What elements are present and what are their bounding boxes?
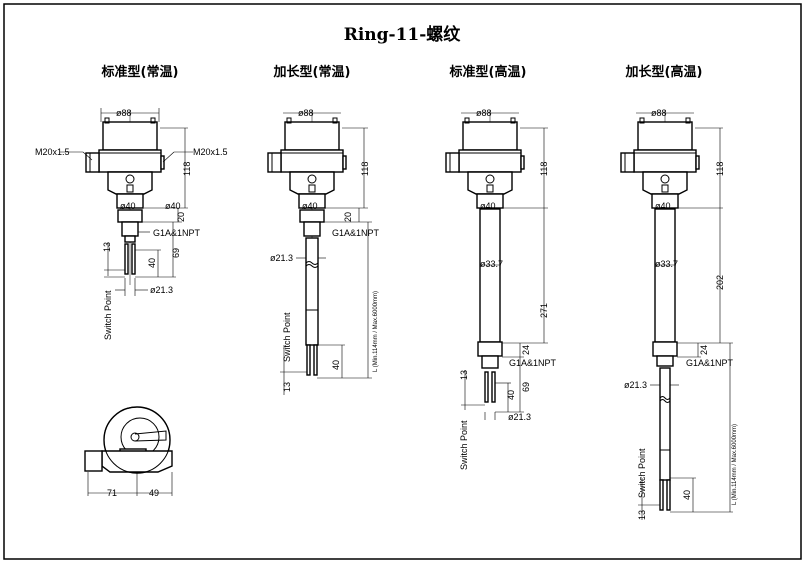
dim-fork-diameter: ø21.3 xyxy=(150,285,173,295)
dim-head-height: 118 xyxy=(539,162,549,176)
label-switch-point: Switch Point xyxy=(637,448,647,498)
dim-head-diameter: ø88 xyxy=(116,108,132,118)
dim-nut-height: 24 xyxy=(521,345,531,355)
dim-tube-diameter: ø33.7 xyxy=(480,259,503,269)
dim-extension-height: 271 xyxy=(539,303,549,318)
dim-switch-offset: 13 xyxy=(282,382,292,392)
dim-total-height: 69 xyxy=(521,382,531,392)
dim-fork-length: 40 xyxy=(506,390,516,400)
dim-total-height: 69 xyxy=(171,248,181,258)
dim-head-diameter: ø88 xyxy=(651,108,667,118)
variant-standard-high-temp: 标准型(高温) ø88 ø40 ø33.7 118 271 24 G1A&1NP… xyxy=(445,64,557,470)
variant-standard-normal-temp: 标准型(常温) ø88 M20x1.5 M20x1.5 ø40 ø40 xyxy=(35,64,228,498)
label-cable-gland-left: M20x1.5 xyxy=(35,147,70,157)
dim-top-view-left: 71 xyxy=(107,488,117,498)
dim-length: L (Min.114mm / Max.6000mm) xyxy=(373,291,379,372)
dim-fork-length: 40 xyxy=(147,258,157,268)
variant-title: 加长型(常温) xyxy=(273,64,351,80)
dim-rod-diameter: ø21.3 xyxy=(270,253,293,263)
top-view: 71 49 xyxy=(84,406,173,498)
label-switch-point: Switch Point xyxy=(282,312,292,362)
variant-extended-normal-temp: 加长型(常温) ø88 ø40 118 20 G1A&1NPT ø21.3 L … xyxy=(267,64,380,395)
sheet-border xyxy=(3,3,802,560)
variant-extended-high-temp: 加长型(高温) ø88 ø40 ø33.7 118 202 24 G1A xyxy=(620,64,738,520)
dim-fork-length: 40 xyxy=(331,360,341,370)
label-process-thread: G1A&1NPT xyxy=(332,228,380,238)
dim-fork-length: 40 xyxy=(682,490,692,500)
dim-collar-diameter: ø40 xyxy=(302,201,318,211)
drawing-title: Ring-11-螺纹 xyxy=(344,24,462,45)
dim-switch-offset: 13 xyxy=(637,510,647,520)
dim-nut-height: 24 xyxy=(699,345,709,355)
dim-extension-height: 202 xyxy=(715,275,725,290)
label-switch-point: Switch Point xyxy=(103,290,113,340)
dim-length: L (Min.114mm / Max.6000mm) xyxy=(732,424,738,505)
dim-switch-offset: 13 xyxy=(102,242,112,252)
dim-collar-diameter: ø40 xyxy=(655,201,671,211)
label-process-thread: G1A&1NPT xyxy=(686,358,734,368)
dim-tube-diameter: ø33.7 xyxy=(655,259,678,269)
label-switch-point: Switch Point xyxy=(459,420,469,470)
variant-title: 加长型(高温) xyxy=(625,64,703,80)
dim-head-diameter: ø88 xyxy=(476,108,492,118)
dim-collar-diameter-outer: ø40 xyxy=(165,201,181,211)
dim-top-view-right: 49 xyxy=(149,488,159,498)
dim-head-diameter: ø88 xyxy=(298,108,314,118)
dim-nut-height: 20 xyxy=(343,212,353,222)
label-cable-gland-right: M20x1.5 xyxy=(193,147,228,157)
variant-title: 标准型(高温) xyxy=(449,64,527,80)
variant-title: 标准型(常温) xyxy=(101,64,179,80)
dim-head-height: 118 xyxy=(360,162,370,176)
label-process-thread: G1A&1NPT xyxy=(509,358,557,368)
dim-collar-diameter: ø40 xyxy=(120,201,136,211)
label-process-thread: G1A&1NPT xyxy=(153,228,201,238)
dim-head-height: 118 xyxy=(715,162,725,176)
dim-fork-diameter: ø21.3 xyxy=(508,412,531,422)
dim-nut-height: 20 xyxy=(176,212,186,222)
dim-switch-offset: 13 xyxy=(459,370,469,380)
dim-collar-diameter: ø40 xyxy=(480,201,496,211)
dim-head-height: 118 xyxy=(182,162,192,176)
dim-rod-diameter: ø21.3 xyxy=(624,380,647,390)
